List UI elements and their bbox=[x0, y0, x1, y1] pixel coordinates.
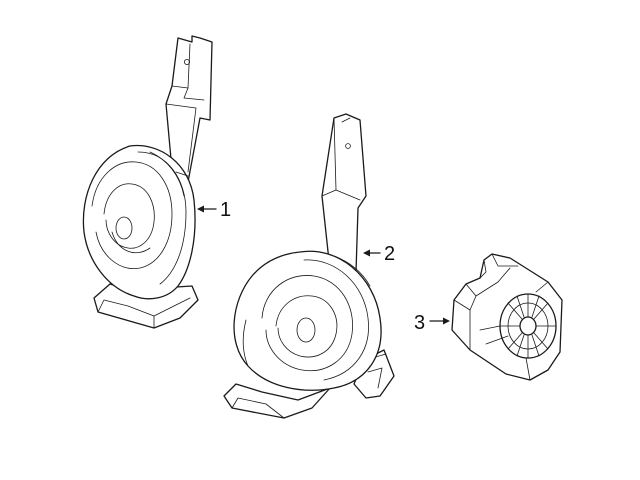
horn-2[interactable] bbox=[223, 113, 395, 419]
horn-1-bracket bbox=[165, 35, 213, 183]
callout-2: 2 bbox=[363, 243, 395, 265]
callout-2-label: 2 bbox=[384, 243, 395, 265]
callout-1-label: 1 bbox=[220, 199, 231, 221]
horn-2-bracket bbox=[321, 113, 367, 273]
callout-3-label: 3 bbox=[414, 312, 425, 334]
horn-3-grille bbox=[479, 293, 557, 359]
callout-3: 3 bbox=[414, 312, 450, 334]
callout-1: 1 bbox=[197, 199, 231, 221]
horn-1[interactable] bbox=[82, 35, 213, 329]
horn-1-body bbox=[82, 144, 196, 300]
horn-3[interactable] bbox=[451, 253, 563, 381]
horn-2-body bbox=[233, 250, 382, 391]
